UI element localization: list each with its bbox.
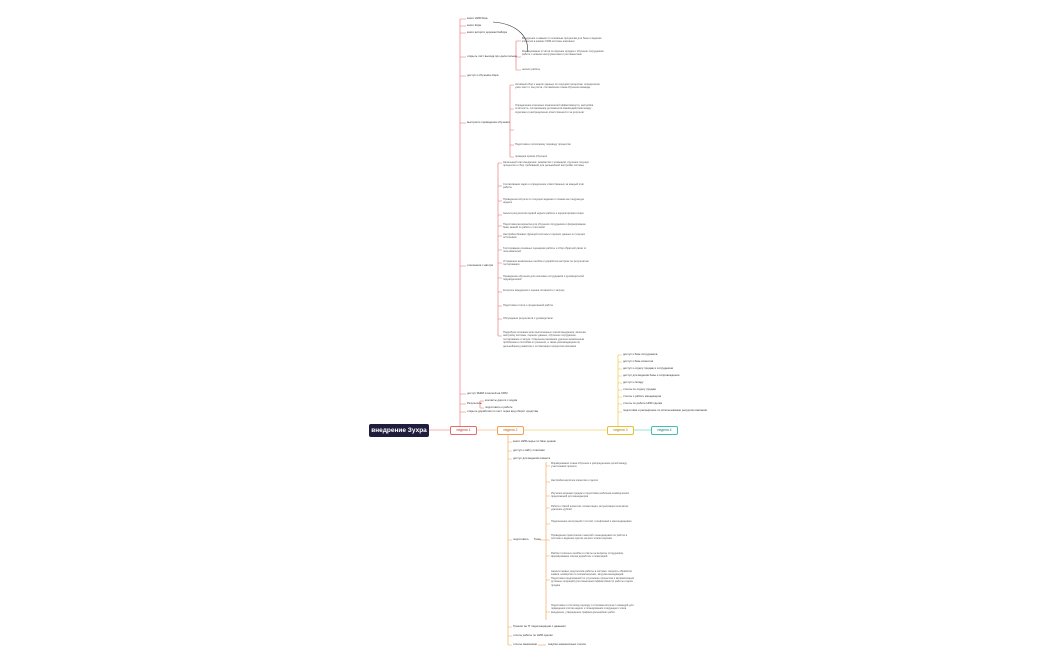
w1-item[interactable]: книги ассорти дорожки Кабира: [467, 30, 507, 34]
w2-text[interactable]: Формирование плана обучения и распределе…: [551, 462, 627, 469]
w2-item[interactable]: книги НИЯ сырье по базе ценник: [513, 439, 556, 443]
w3-item[interactable]: доступ к базе клиентов: [623, 359, 654, 363]
w1-text[interactable]: Внедрение и навыки по основным процессам…: [522, 37, 602, 44]
w1-text[interactable]: проверка сроков обучения: [515, 155, 548, 158]
root-node[interactable]: внедрение Зухра: [369, 424, 429, 437]
w2-text[interactable]: Работа с базой клиентов: сегментация, ак…: [551, 505, 629, 512]
week-2-node[interactable]: неделя 2: [497, 426, 524, 435]
w1-item[interactable]: доступ ЯНКИ в весной на CRM: [467, 391, 508, 395]
w1-text[interactable]: Начальный этап внедрения: знакомство с к…: [503, 161, 589, 168]
w3-item[interactable]: отчеты по работе НИЯ сделки: [623, 401, 663, 405]
w1-text[interactable]: Согласование задач и определение ответст…: [503, 183, 585, 190]
w1-text[interactable]: Проведение обучения для ключевых сотрудн…: [503, 275, 584, 282]
w1-text[interactable]: Формирование отчётов по воронке продаж и…: [522, 50, 604, 57]
w1-item[interactable]: Результаты: [467, 401, 482, 405]
w2-text[interactable]: Подготовка к отчетному периоду и итогова…: [551, 604, 634, 614]
w1-item[interactable]: доступ к обучению Кира: [467, 73, 499, 77]
w2-item[interactable]: Тренинг во IT лидогенерации с данными: [513, 624, 566, 628]
w1-text[interactable]: Проведение встречи по текущим задачам и …: [503, 198, 585, 205]
week-3-node[interactable]: неделя 3: [607, 426, 634, 435]
w1-text[interactable]: Устранение выявленных ошибок и доработка…: [503, 260, 589, 267]
w2-text[interactable]: Настройка карточек клиентов и сделок: [551, 479, 598, 482]
w1-text[interactable]: Настройка базовых функций системы и пере…: [503, 233, 586, 240]
w2-subitem[interactable]: закупки ежемесячных счетов: [548, 642, 586, 646]
w1-text[interactable]: Подробное описание всех выполненных этап…: [503, 331, 586, 348]
w1-item[interactable]: открыть доработки по лист через вид обор…: [467, 409, 538, 413]
w2-item[interactable]: подготовить: [513, 537, 529, 541]
w1-text[interactable]: Подготовка к поэтапному переводу процесс…: [515, 143, 571, 146]
w1-subitem[interactable]: контакты дороги с кодом: [485, 398, 518, 402]
w3-item[interactable]: отчеты по отделу продаж: [623, 387, 656, 391]
w1-item[interactable]: открыть лист выхода про дела письмо: [467, 54, 517, 58]
w2-text[interactable]: Изучение воронки продаж и подготовка шаб…: [551, 492, 630, 499]
week-1-node[interactable]: неделя 1: [450, 426, 477, 435]
w2-item[interactable]: отчеты заказчиков: [513, 642, 537, 646]
w1-text[interactable]: Определение ключевых показателей эффекти…: [515, 104, 594, 114]
w3-item[interactable]: доступ для ведения базы и сопровождения: [623, 373, 680, 377]
w1-subitem[interactable]: подготовить к работе: [485, 405, 513, 409]
w3-item[interactable]: доступ к складу: [623, 380, 644, 384]
w1-text[interactable]: Обсуждение результатов с руководством: [503, 317, 553, 320]
w2-item[interactable]: доступ для ведения клиента: [513, 456, 551, 460]
w1-item[interactable]: книги Кира: [467, 23, 481, 27]
w2-text[interactable]: Подключение интеграций с почтой, телефон…: [551, 520, 632, 523]
w1-text[interactable]: начало работы: [522, 68, 541, 71]
w3-item[interactable]: доступ к отделу продаж и сотрудников: [623, 366, 673, 370]
w1-item[interactable]: выстроить провидения обучения: [467, 120, 510, 124]
w2-item[interactable]: доступ к сайту платёжки: [513, 448, 545, 452]
w1-text[interactable]: Контроль внедрения и оценка готовности к…: [503, 289, 565, 292]
w3-item[interactable]: отчеты о работе менеджеров: [623, 394, 662, 398]
w1-text[interactable]: Активный сбор и анализ данных по текущим…: [515, 83, 600, 90]
w1-text[interactable]: Анализ результатов первой недели работы …: [503, 212, 584, 215]
w2-subitem[interactable]: Тема: [534, 537, 541, 541]
w3-item[interactable]: доступ к базе сотрудников: [623, 352, 658, 356]
w2-text[interactable]: Разбор типичных ошибок и ответы на вопро…: [551, 552, 624, 559]
w3-item[interactable]: подготовка и расширение по использованию…: [623, 408, 708, 412]
w2-text[interactable]: Проведение практических занятий с менедж…: [551, 534, 628, 541]
w1-text[interactable]: Тестирование основных сценариев работы и…: [503, 247, 587, 254]
w2-text[interactable]: Анализ первых результатов работы в систе…: [551, 570, 635, 587]
w1-item[interactable]: книги НИЯ база: [467, 16, 488, 20]
w1-text[interactable]: Подготовка отчёта о проделанной работе: [503, 304, 554, 307]
w1-item[interactable]: отношения с автори: [467, 263, 494, 267]
w2-item[interactable]: отчеты работы по НИЯ сделки: [513, 633, 553, 637]
w1-text[interactable]: Подготовка материалов для обучения сотру…: [503, 223, 586, 230]
week-4-node[interactable]: неделя 4: [651, 426, 678, 435]
